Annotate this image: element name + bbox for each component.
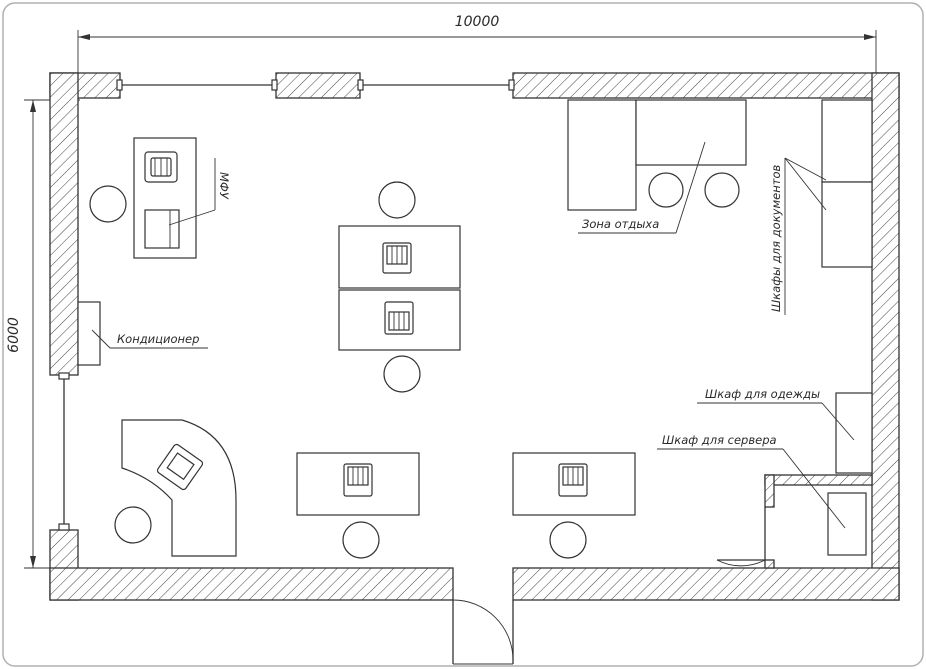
bottom-desk-1 <box>296 452 420 559</box>
corner-desk <box>114 419 237 557</box>
stool-1 <box>648 172 684 208</box>
server-partition-top <box>764 474 873 486</box>
leader-lines <box>91 141 855 529</box>
mfu-label: МФУ <box>217 172 231 200</box>
coffee-table <box>635 99 747 166</box>
clothes-cabinet-label: Шкаф для одежды <box>705 387 820 401</box>
height-label: 6000 <box>6 317 22 353</box>
server-cabinet-label: Шкаф для сервера <box>662 433 777 447</box>
mfu-device <box>144 209 180 249</box>
document-cabinets <box>821 99 873 268</box>
server-cabinet <box>827 492 867 556</box>
sofa <box>567 99 637 211</box>
wall-left-upper <box>49 72 79 376</box>
wall-top-right <box>512 72 900 99</box>
clothes-cabinet <box>835 392 873 474</box>
wall-right <box>871 72 900 601</box>
doc-cabinets-label: Шкафы для документов <box>769 165 783 312</box>
stool-2 <box>704 172 740 208</box>
wall-top-mid <box>275 72 361 99</box>
entrance-door <box>452 599 514 665</box>
walls <box>49 72 900 601</box>
server-partition-left-lower <box>764 559 775 569</box>
wall-bottom-right <box>512 567 900 601</box>
server-partition-left <box>764 474 775 508</box>
mfu-desk <box>89 137 197 259</box>
width-label: 10000 <box>455 14 500 30</box>
width-dimension: 10000 <box>77 14 877 100</box>
bottom-desk-2 <box>512 452 636 559</box>
rest-zone <box>567 99 747 211</box>
rest-zone-label: Зона отдыха <box>582 217 659 231</box>
air-conditioner-label: Кондиционер <box>117 332 199 346</box>
server-room <box>716 474 873 569</box>
wall-bottom-left <box>49 567 454 601</box>
air-conditioner <box>77 301 101 366</box>
center-desks <box>338 181 461 393</box>
